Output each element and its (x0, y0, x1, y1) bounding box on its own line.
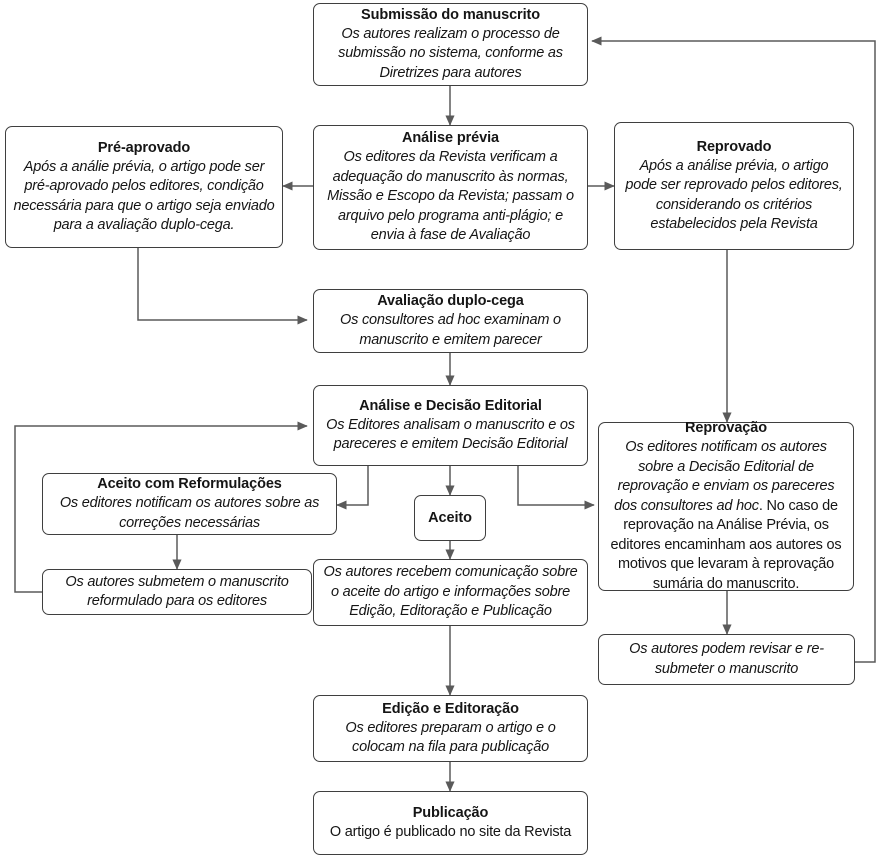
node-reprovado[interactable]: Reprovado Após a análise prévia, o artig… (614, 122, 854, 250)
node-body: Os autores realizam o processo de submis… (338, 25, 563, 81)
edge-analise-decisao-to-reprovacao (517, 466, 595, 510)
node-title: Aceito com Reformulações (97, 476, 282, 492)
node-body: Os autores recebem comunicação sobre o a… (323, 564, 578, 620)
node-publicacao[interactable]: Publicação O artigo é publicado no site … (313, 791, 588, 855)
edge-pre-aprovado-to-avaliacao (137, 248, 308, 325)
node-title: Análise e Decisão Editorial (359, 397, 542, 414)
node-analise-previa[interactable]: Análise prévia Os editores da Revista ve… (313, 125, 588, 250)
edge-analise-decisao-to-aceito-reformulacoes (336, 466, 369, 510)
node-body: Os editores notificam os autores sobre a… (606, 438, 846, 594)
node-body: Após a análise prévia, o artigo pode ser… (625, 157, 843, 233)
node-title: Avaliação duplo-cega (377, 293, 524, 309)
node-body: Os editores notificam os autores sobre a… (59, 495, 320, 531)
node-pre-aprovado[interactable]: Pré-aprovado Após a análie prévia, o art… (5, 126, 283, 248)
node-body: Os autores podem revisar e re-submeter o… (629, 641, 824, 677)
node-body: Após a análie prévia, o artigo pode ser … (13, 158, 275, 234)
node-body: O artigo é publicado no site da Revista (329, 823, 572, 840)
node-aceito-com-reformulacoes[interactable]: Aceito com Reformulações Os editores not… (42, 473, 337, 535)
node-edicao-e-editoracao[interactable]: Edição e Editoração Os editores preparam… (313, 695, 588, 762)
node-body: Os autores submetem o manuscrito reformu… (65, 573, 289, 610)
node-body: Os Editores analisam o manuscrito e os p… (326, 416, 575, 453)
node-title: Publicação (412, 804, 489, 821)
node-submissao-do-manuscrito[interactable]: Submissão do manuscrito Os autores reali… (313, 3, 588, 86)
node-title: Análise prévia (402, 130, 499, 147)
node-autores-submetem-reformulado[interactable]: Os autores submetem o manuscrito reformu… (42, 569, 312, 615)
node-reprovacao[interactable]: Reprovação Os editores notificam os auto… (598, 420, 854, 594)
node-title: Submissão do manuscrito (361, 6, 540, 23)
node-analise-e-decisao-editorial[interactable]: Análise e Decisão Editorial Os Editores … (313, 385, 588, 466)
node-title: Aceito (428, 509, 472, 526)
node-avaliacao-duplo-cega[interactable]: Avaliação duplo-cega Os consultores ad h… (313, 289, 588, 353)
node-revisar-resubmeter[interactable]: Os autores podem revisar e re-submeter o… (598, 634, 855, 685)
node-title: Pré-aprovado (97, 139, 191, 156)
node-body: Os editores preparam o artigo e o coloca… (345, 719, 556, 756)
node-title: Reprovado (696, 138, 772, 155)
node-title: Edição e Editoração (382, 700, 519, 717)
node-aceito[interactable]: Aceito (414, 495, 486, 541)
node-body: Os editores da Revista verificam a adequ… (327, 149, 574, 244)
node-body: Os consultores ad hoc examinam o manuscr… (340, 312, 561, 348)
node-comunicacao-aceite[interactable]: Os autores recebem comunicação sobre o a… (313, 559, 588, 626)
node-title: Reprovação (684, 420, 767, 436)
